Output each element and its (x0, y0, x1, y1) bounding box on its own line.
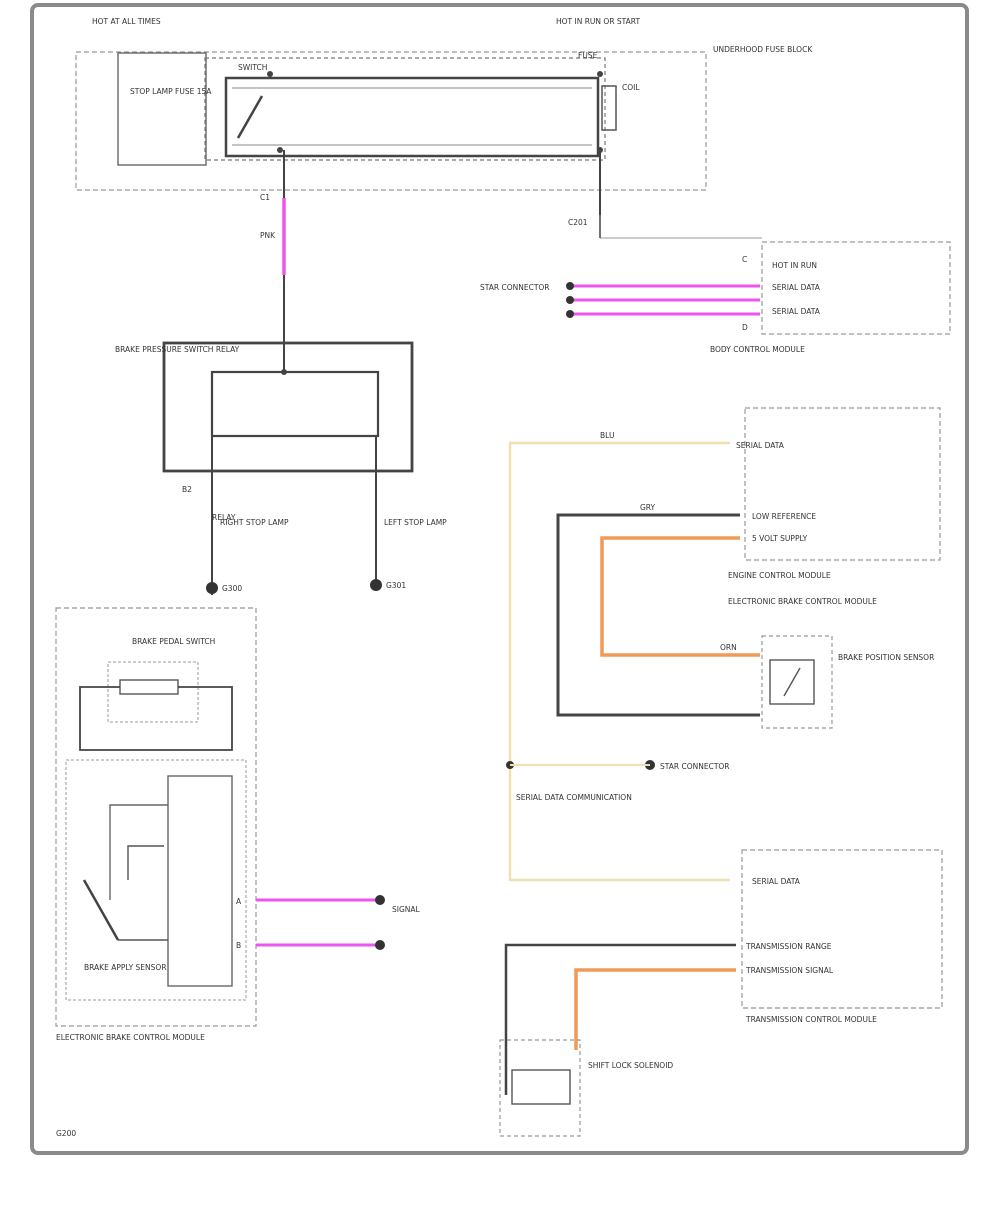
connector-dot-icon (566, 296, 574, 304)
serial-data-label-2: SERIAL DATA (772, 307, 821, 316)
connector-dot-icon (566, 282, 574, 290)
hot-in-run-label: HOT IN RUN (772, 261, 817, 270)
diagram-border (30, 3, 969, 1155)
wire-tan-serial (508, 441, 730, 882)
transmission-control-module: SERIAL DATA TRANSMISSION RANGE TRANSMISS… (504, 849, 943, 1095)
pin-b-label: B (236, 941, 241, 950)
wire-orange-supply (600, 536, 760, 657)
relay-switch-contact (236, 95, 264, 139)
ground-1-label: G300 (222, 584, 242, 593)
pin-a-label: A (236, 897, 242, 906)
supply-5v-label: 5 VOLT SUPPLY (752, 534, 808, 543)
ebcm-name: ELECTRONIC BRAKE CONTROL MODULE (728, 597, 877, 606)
shift-lock-label: SHIFT LOCK SOLENOID (588, 1061, 673, 1070)
fuse-f-label: FUSE (578, 51, 598, 60)
switch-contact (82, 879, 120, 941)
relay-box-label: RELAY (212, 513, 236, 522)
shift-lock-solenoid: SHIFT LOCK SOLENOID (499, 1039, 673, 1137)
fuse-hot-label: HOT AT ALL TIMES (92, 17, 161, 26)
left-stop-lamp-label: LEFT STOP LAMP (384, 518, 447, 527)
underhood-fuse-block: HOT AT ALL TIMES HOT IN RUN OR START UND… (75, 17, 813, 191)
ground-icon (370, 579, 382, 591)
ground-2-label: G301 (386, 581, 406, 590)
ecm-serial-label: SERIAL DATA (736, 441, 785, 450)
fuse-icon (119, 679, 179, 695)
signal-label: SIGNAL (392, 905, 421, 914)
stop-relay-pin: B2 (182, 485, 192, 494)
pin-c-label: C (742, 255, 747, 264)
ground-3-label: G200 (56, 1129, 76, 1138)
connector-dot-icon (375, 940, 385, 950)
trans-signal-label: TRANSMISSION SIGNAL (745, 966, 834, 975)
stop-relay-name: BRAKE PRESSURE SWITCH RELAY (115, 345, 240, 354)
fuse-block-name: UNDERHOOD FUSE BLOCK (713, 45, 813, 54)
brake-pedal-switch-label: BRAKE PEDAL SWITCH (132, 637, 215, 646)
stop-fuse-label: STOP LAMP FUSE 15A (130, 87, 212, 96)
serial-data-label: SERIAL DATA (772, 283, 821, 292)
brake-pressure-switch-relay: BRAKE PRESSURE SWITCH RELAY B2 RIGHT STO… (115, 341, 447, 595)
low-ref-label: LOW REFERENCE (752, 512, 816, 521)
relay-coil-label: COIL (622, 83, 640, 92)
star-connector-label: STAR CONNECTOR (480, 283, 550, 292)
wire-color-label-4: ORN (720, 643, 737, 652)
wire-color-label-1: PNK (260, 231, 276, 240)
tcm-name: TRANSMISSION CONTROL MODULE (745, 1015, 877, 1024)
splice-note: SERIAL DATA COMMUNICATION (516, 793, 632, 802)
ecm-name: ENGINE CONTROL MODULE (728, 571, 831, 580)
body-control-module: HOT IN RUN SERIAL DATA SERIAL DATA STAR … (480, 215, 951, 354)
pin-d-label: D (742, 323, 748, 332)
relay-switch-label: SWITCH (238, 63, 267, 72)
hot-run-label: HOT IN RUN OR START (556, 17, 640, 26)
tcm-serial-label: SERIAL DATA (752, 877, 801, 886)
ebcm-name-2: ELECTRONIC BRAKE CONTROL MODULE (56, 1033, 205, 1042)
body-module-label: BODY CONTROL MODULE (710, 345, 805, 354)
wire-orange-trans (574, 968, 736, 1050)
engine-control-module: SERIAL DATA BLU LOW REFERENCE 5 VOLT SUP… (508, 407, 941, 882)
brake-apply-sensor-label: BRAKE APPLY SENSOR (84, 963, 167, 972)
connector-dot-icon (375, 895, 385, 905)
brake-pos-sensor-label: BRAKE POSITION SENSOR (838, 653, 934, 662)
brake-position-sensor: BRAKE POSITION SENSOR (761, 635, 934, 729)
relay-coil-icon (601, 85, 617, 131)
connector-dot-icon (566, 310, 574, 318)
inline-connector-label: C201 (568, 218, 588, 227)
wire-low-reference (556, 513, 760, 717)
wire-color-label-2: BLU (600, 431, 614, 440)
wire-c1-label: C1 (260, 193, 270, 202)
wire-trans-signal (504, 943, 736, 1095)
star-connector-label-2: STAR CONNECTOR (660, 762, 730, 771)
wire-color-label-3: GRY (640, 503, 656, 512)
trans-range-label: TRANSMISSION RANGE (745, 942, 832, 951)
brake-pedal-switch-assembly: BRAKE PEDAL SWITCH BRAKE APPLY SENSOR EL… (55, 607, 421, 1138)
ground-icon (206, 582, 218, 594)
right-stop-lamp-label: RIGHT STOP LAMP (220, 518, 289, 527)
